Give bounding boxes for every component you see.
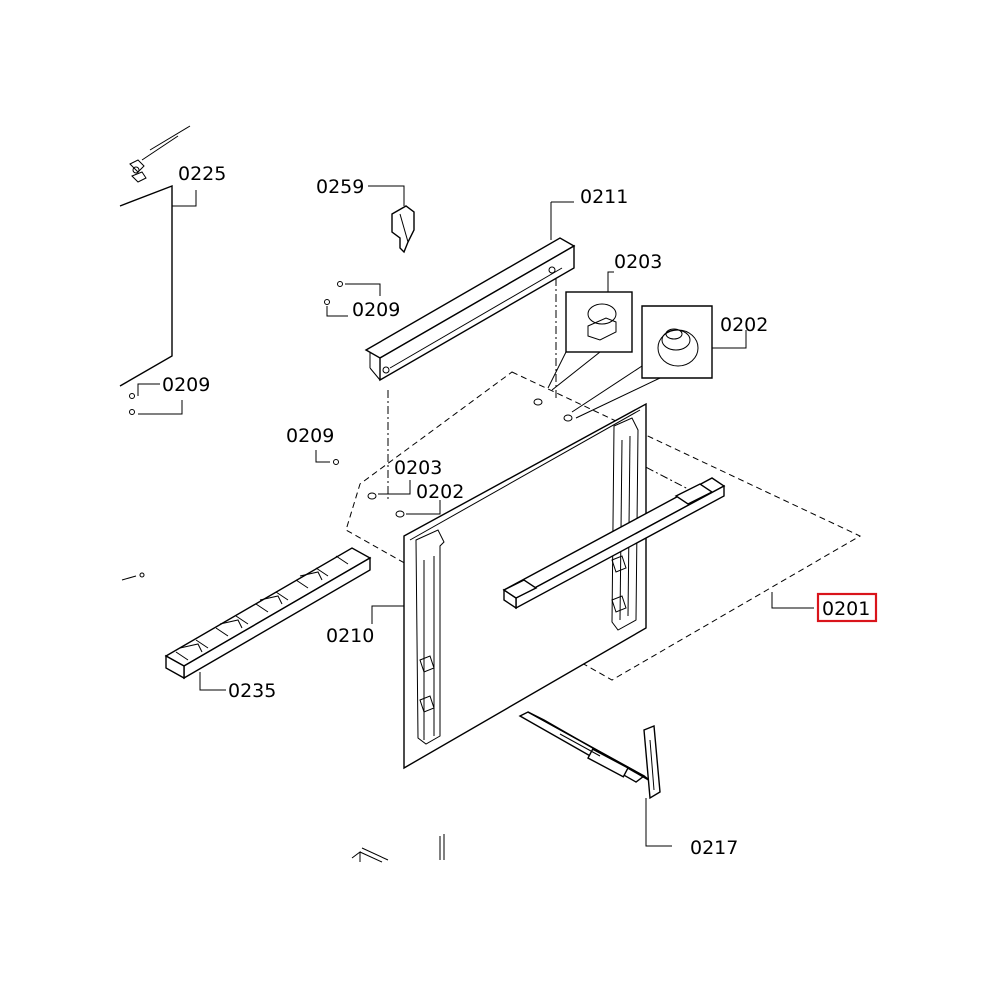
part-0235-vent-strip[interactable] bbox=[164, 547, 372, 691]
label-0210: 0210 bbox=[326, 625, 374, 647]
label-0225: 0225 bbox=[178, 163, 226, 185]
label-0203-top: 0203 bbox=[614, 251, 662, 273]
label-0259: 0259 bbox=[316, 176, 364, 198]
label-0201[interactable]: 0201 bbox=[822, 598, 870, 620]
label-0211: 0211 bbox=[580, 186, 628, 208]
part-0203-bolt-detail[interactable] bbox=[547, 271, 633, 391]
part-0209-screws-left[interactable] bbox=[121, 383, 183, 581]
part-0202-bushing-detail[interactable] bbox=[571, 305, 747, 419]
label-0209-left: 0209 bbox=[162, 374, 210, 396]
label-0209-top: 0209 bbox=[352, 299, 400, 321]
part-0259-clip[interactable] bbox=[368, 185, 415, 254]
part-0217-hinge[interactable] bbox=[518, 711, 672, 847]
part-0211-top-rail[interactable] bbox=[364, 201, 576, 382]
label-0203-mid: 0203 bbox=[394, 457, 442, 479]
label-0202-mid: 0202 bbox=[416, 481, 464, 503]
label-0209-mid: 0209 bbox=[286, 425, 334, 447]
part-0209-screws-top[interactable] bbox=[324, 281, 381, 317]
part-0225-side-panel[interactable] bbox=[119, 125, 197, 387]
part-handle-bar[interactable] bbox=[502, 477, 726, 610]
partial-parts-bottom bbox=[351, 834, 445, 863]
label-0217: 0217 bbox=[690, 837, 738, 859]
label-0202-top: 0202 bbox=[720, 314, 768, 336]
label-0235: 0235 bbox=[228, 680, 276, 702]
part-0209-screw-mid[interactable] bbox=[315, 450, 339, 465]
part-0201-callout[interactable] bbox=[771, 592, 814, 609]
highlight-box-0201 bbox=[816, 592, 878, 623]
part-0203-0202-bolts-mid[interactable] bbox=[367, 398, 573, 518]
